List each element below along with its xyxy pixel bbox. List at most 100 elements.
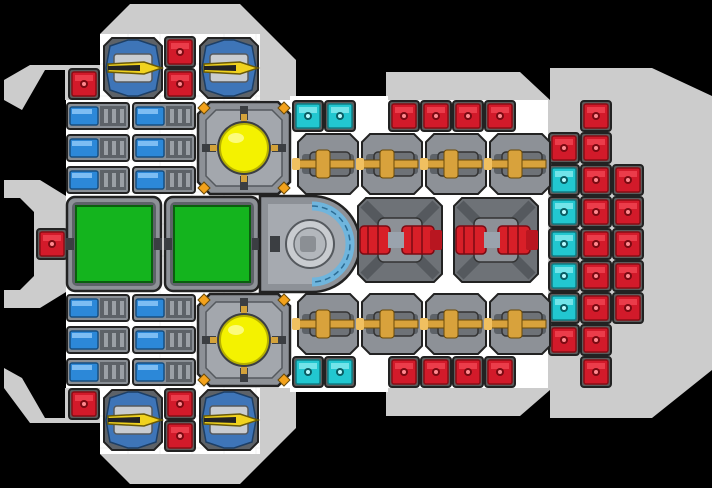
reactor-core[interactable] [196,100,292,196]
blue-thruster-icon [132,102,196,130]
thruster[interactable] [132,132,196,164]
gold-turret-gun-icon [484,293,551,355]
thruster[interactable] [66,164,130,196]
shield-block[interactable] [548,196,580,228]
shield-block[interactable] [292,100,324,132]
thruster[interactable] [132,292,196,324]
armor-block[interactable] [484,100,516,132]
red-armor-block-icon [612,228,644,260]
armor-block[interactable] [580,196,612,228]
armor-block[interactable] [612,196,644,228]
red-armor-block-icon [420,100,452,132]
missile-launcher[interactable] [100,388,165,452]
red-armor-block-icon [164,36,196,68]
turret-gun[interactable] [356,292,424,356]
armor-block[interactable] [580,356,612,388]
turret-gun[interactable] [292,132,360,196]
heavy-cannon[interactable] [356,196,452,292]
armor-block[interactable] [612,164,644,196]
armor-block[interactable] [580,228,612,260]
blue-thruster-icon [132,326,196,354]
red-armor-block-icon [612,260,644,292]
armor-block[interactable] [548,324,580,356]
thruster[interactable] [66,324,130,356]
armor-block[interactable] [612,260,644,292]
cockpit[interactable] [258,194,362,294]
blue-thruster-icon [132,294,196,322]
red-armor-block-icon [164,68,196,100]
reactor-core[interactable] [196,292,292,388]
armor-block[interactable] [580,132,612,164]
cyan-shield-block-icon [324,100,356,132]
gold-turret-gun-icon [420,293,487,355]
cargo-container[interactable] [163,195,261,293]
red-armor-block-icon [164,420,196,452]
gold-turret-gun-icon [420,133,487,195]
heavy-cannon[interactable] [452,196,548,292]
turret-gun[interactable] [484,292,552,356]
armor-block[interactable] [580,292,612,324]
red-armor-block-icon [580,100,612,132]
armor-block[interactable] [68,388,100,420]
armor-block[interactable] [164,388,196,420]
turret-gun[interactable] [292,292,360,356]
cyan-shield-block-icon [548,164,580,196]
thruster[interactable] [132,164,196,196]
armor-block[interactable] [164,68,196,100]
turret-gun[interactable] [484,132,552,196]
shield-block[interactable] [324,100,356,132]
armor-block[interactable] [548,132,580,164]
armor-block[interactable] [420,100,452,132]
armor-block[interactable] [164,420,196,452]
shield-block[interactable] [548,228,580,260]
shield-block[interactable] [548,260,580,292]
armor-block[interactable] [452,356,484,388]
thruster[interactable] [66,292,130,324]
armor-block[interactable] [36,228,68,260]
missile-launcher[interactable] [196,36,261,100]
armor-block[interactable] [68,68,100,100]
thruster[interactable] [132,356,196,388]
armor-block[interactable] [484,356,516,388]
red-armor-block-icon [164,388,196,420]
thruster[interactable] [66,356,130,388]
shield-block[interactable] [548,292,580,324]
missile-launcher[interactable] [100,36,165,100]
shield-block[interactable] [292,356,324,388]
armor-block[interactable] [580,260,612,292]
blue-thruster-icon [66,294,130,322]
cargo-container[interactable] [65,195,163,293]
turret-gun[interactable] [420,292,488,356]
thruster[interactable] [66,132,130,164]
shield-block[interactable] [324,356,356,388]
yellow-reactor-core-icon [196,100,292,196]
red-armor-block-icon [580,164,612,196]
armor-block[interactable] [580,324,612,356]
shield-block[interactable] [548,164,580,196]
thruster[interactable] [66,100,130,132]
blue-thruster-icon [66,102,130,130]
thruster[interactable] [132,324,196,356]
turret-gun[interactable] [356,132,424,196]
blue-thruster-icon [132,134,196,162]
armor-block[interactable] [388,356,420,388]
blue-thruster-icon [132,166,196,194]
armor-block[interactable] [580,100,612,132]
red-armor-block-icon [484,356,516,388]
armor-block[interactable] [612,228,644,260]
armor-block[interactable] [420,356,452,388]
blue-thruster-icon [66,166,130,194]
cockpit-dome-icon [258,194,362,294]
armor-block[interactable] [164,36,196,68]
turret-gun[interactable] [420,132,488,196]
armor-block[interactable] [612,292,644,324]
red-armor-block-icon [580,260,612,292]
red-armor-block-icon [484,100,516,132]
blue-thruster-icon [66,358,130,386]
armor-block[interactable] [452,100,484,132]
yellow-missile-launcher-icon [103,389,165,451]
armor-block[interactable] [388,100,420,132]
thruster[interactable] [132,100,196,132]
armor-block[interactable] [580,164,612,196]
missile-launcher[interactable] [196,388,261,452]
